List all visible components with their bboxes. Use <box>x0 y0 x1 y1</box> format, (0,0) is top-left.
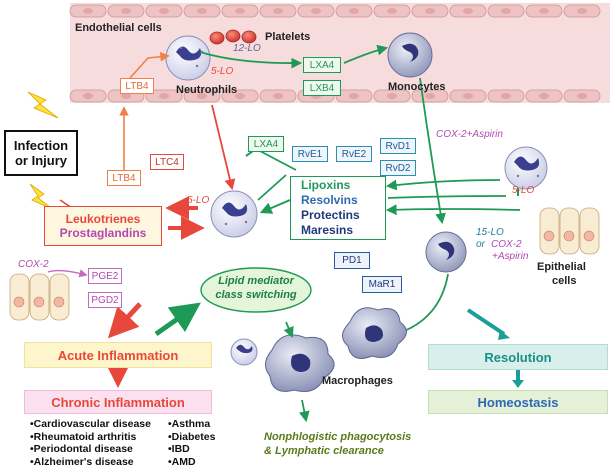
endothelial-wall-top <box>69 4 601 18</box>
arrow-cox2-to-pge2 <box>47 269 88 278</box>
spm-resolvins: Resolvins <box>301 193 358 207</box>
class-switching-line-2: class switching <box>215 289 297 301</box>
leukotrienes-prostaglandins-box: Leukotrienes Prostaglandins <box>44 206 162 246</box>
infection-line-1: Infection <box>13 138 69 153</box>
cox2-aspirin-label: COX-2+Aspirin <box>436 129 503 140</box>
lightning-bolt-top-icon <box>27 91 59 119</box>
neutrophil-vessel-icon <box>165 35 211 81</box>
disease-list-1: •Cardiovascular disease •Rheumatoid arth… <box>30 418 151 468</box>
leukotrienes-label: Leukotrienes <box>65 212 141 226</box>
pgd2-box: PGD2 <box>88 292 122 308</box>
lo15-cox2-label: COX-2 <box>491 239 522 250</box>
disease-item: •Diabetes <box>168 430 216 443</box>
disease-item: •Rheumatoid arthritis <box>30 430 137 443</box>
disease-list-2: •Asthma •Diabetes •IBD •AMD <box>168 418 215 468</box>
lxa4-box: LXA4 <box>248 136 284 152</box>
enzyme-5lo-tissue-label: 5-LO <box>187 195 210 206</box>
arrow-right-1 <box>385 179 501 191</box>
spm-box: Lipoxins Resolvins Protectins Maresins <box>290 176 386 240</box>
arrow-lxa4-to-monocyte <box>343 44 389 64</box>
endothelial-cells-label: Endothelial cells <box>75 22 162 34</box>
ltb4-vessel-box: LTB4 <box>120 78 154 94</box>
lxb4-vessel-box: LXB4 <box>303 80 341 96</box>
chronic-inflammation-panel: Chronic Inflammation <box>24 390 212 414</box>
arrow-to-resolution <box>466 308 506 336</box>
lxa4-vessel-box: LXA4 <box>303 57 341 73</box>
mar1-box: MaR1 <box>362 276 402 293</box>
epithelial-label-2: cells <box>552 275 577 287</box>
arrow-ltb4-to-neutrophil <box>129 51 170 79</box>
enzyme-12lo-label: 12-LO <box>233 43 261 54</box>
monocyte-vessel-icon <box>387 32 433 78</box>
phagocytosis-line-1: Nonphlogistic phagocytosis <box>264 431 412 443</box>
monocyte-tissue-icon <box>425 231 467 273</box>
disease-item: •Asthma <box>168 418 211 430</box>
rve2-box: RvE2 <box>336 146 372 162</box>
inhibition-lxa4 <box>257 174 287 201</box>
lo15-or-label: or <box>476 239 485 250</box>
arrow-right-3 <box>385 204 521 216</box>
neutrophil-tissue-icon <box>210 190 258 238</box>
homeostasis-panel: Homeostasis <box>428 390 608 414</box>
phagocytosis-line-2: & Lymphatic clearance <box>264 445 384 457</box>
cox2-left-label: COX-2 <box>18 259 49 270</box>
infection-injury-box: Infection or Injury <box>4 130 78 176</box>
apoptotic-neutrophil-icon <box>230 338 258 366</box>
rve1-box: RvE1 <box>292 146 328 162</box>
platelets-label: Platelets <box>265 31 311 43</box>
arrow-to-switching <box>154 302 201 337</box>
pge2-box: PGE2 <box>88 268 122 284</box>
rvd2-box: RvD2 <box>380 160 416 176</box>
prostaglandins-label: Prostaglandins <box>59 226 147 240</box>
enzyme-5lo-vessel-label: 5-LO <box>211 66 234 77</box>
class-switching-ellipse <box>200 267 312 313</box>
arrow-right-2 <box>387 195 507 199</box>
arrow-spm-to-neutrophil <box>259 199 291 214</box>
platelets-icon <box>209 29 257 45</box>
epithelial-cells-right-icon <box>539 207 600 255</box>
arrow-resolution-to-homeostasis-head <box>512 380 524 388</box>
disease-item: •Alzheimer's disease <box>30 455 134 468</box>
monocytes-label: Monocytes <box>388 81 446 93</box>
rvd1-box: RvD1 <box>380 138 416 154</box>
infection-line-2: or Injury <box>14 153 67 168</box>
resolution-panel: Resolution <box>428 344 608 370</box>
arrow-switching-to-macrophage <box>283 321 294 338</box>
arrow-to-resolution-head <box>498 330 510 340</box>
arrow-monocyte-down <box>419 77 446 225</box>
disease-item: •AMD <box>168 455 196 468</box>
arrow-to-clearance <box>299 399 310 423</box>
macrophages-label: Macrophages <box>322 375 393 387</box>
macrophage-bottom-icon <box>265 334 335 392</box>
arrow-to-acute <box>107 302 142 339</box>
acute-inflammation-panel: Acute Inflammation <box>24 342 212 368</box>
disease-item: •Cardiovascular disease <box>30 418 151 430</box>
lo15-aspirin-label: +Aspirin <box>492 251 529 262</box>
neutrophils-label: Neutrophils <box>176 84 238 96</box>
spm-protectins: Protectins <box>301 208 360 222</box>
ltb4-box: LTB4 <box>107 170 141 186</box>
inhibition-line <box>257 149 297 171</box>
epithelial-label-1: Epithelial <box>537 261 586 273</box>
lo15-label: 15-LO <box>476 227 504 238</box>
epithelial-cells-left-icon <box>9 273 70 321</box>
enzyme-5lo-right-label: 5-LO <box>512 185 535 196</box>
arrow-neutrophil-to-lxa4 <box>199 51 303 69</box>
arrow-neutrophil-extravasation <box>211 104 236 191</box>
disease-item: •Periodontal disease <box>30 443 133 455</box>
endothelial-wall-bottom <box>69 89 601 103</box>
spm-lipoxins: Lipoxins <box>301 178 351 192</box>
neutrophil-right-icon <box>504 146 548 190</box>
pd1-box: PD1 <box>334 252 370 269</box>
macrophage-top-icon <box>342 307 407 359</box>
class-switching-line-1: Lipid mediator <box>218 275 294 287</box>
disease-item: •IBD <box>168 443 190 455</box>
spm-maresins: Maresins <box>301 223 354 237</box>
ltc4-box: LTC4 <box>150 154 184 170</box>
